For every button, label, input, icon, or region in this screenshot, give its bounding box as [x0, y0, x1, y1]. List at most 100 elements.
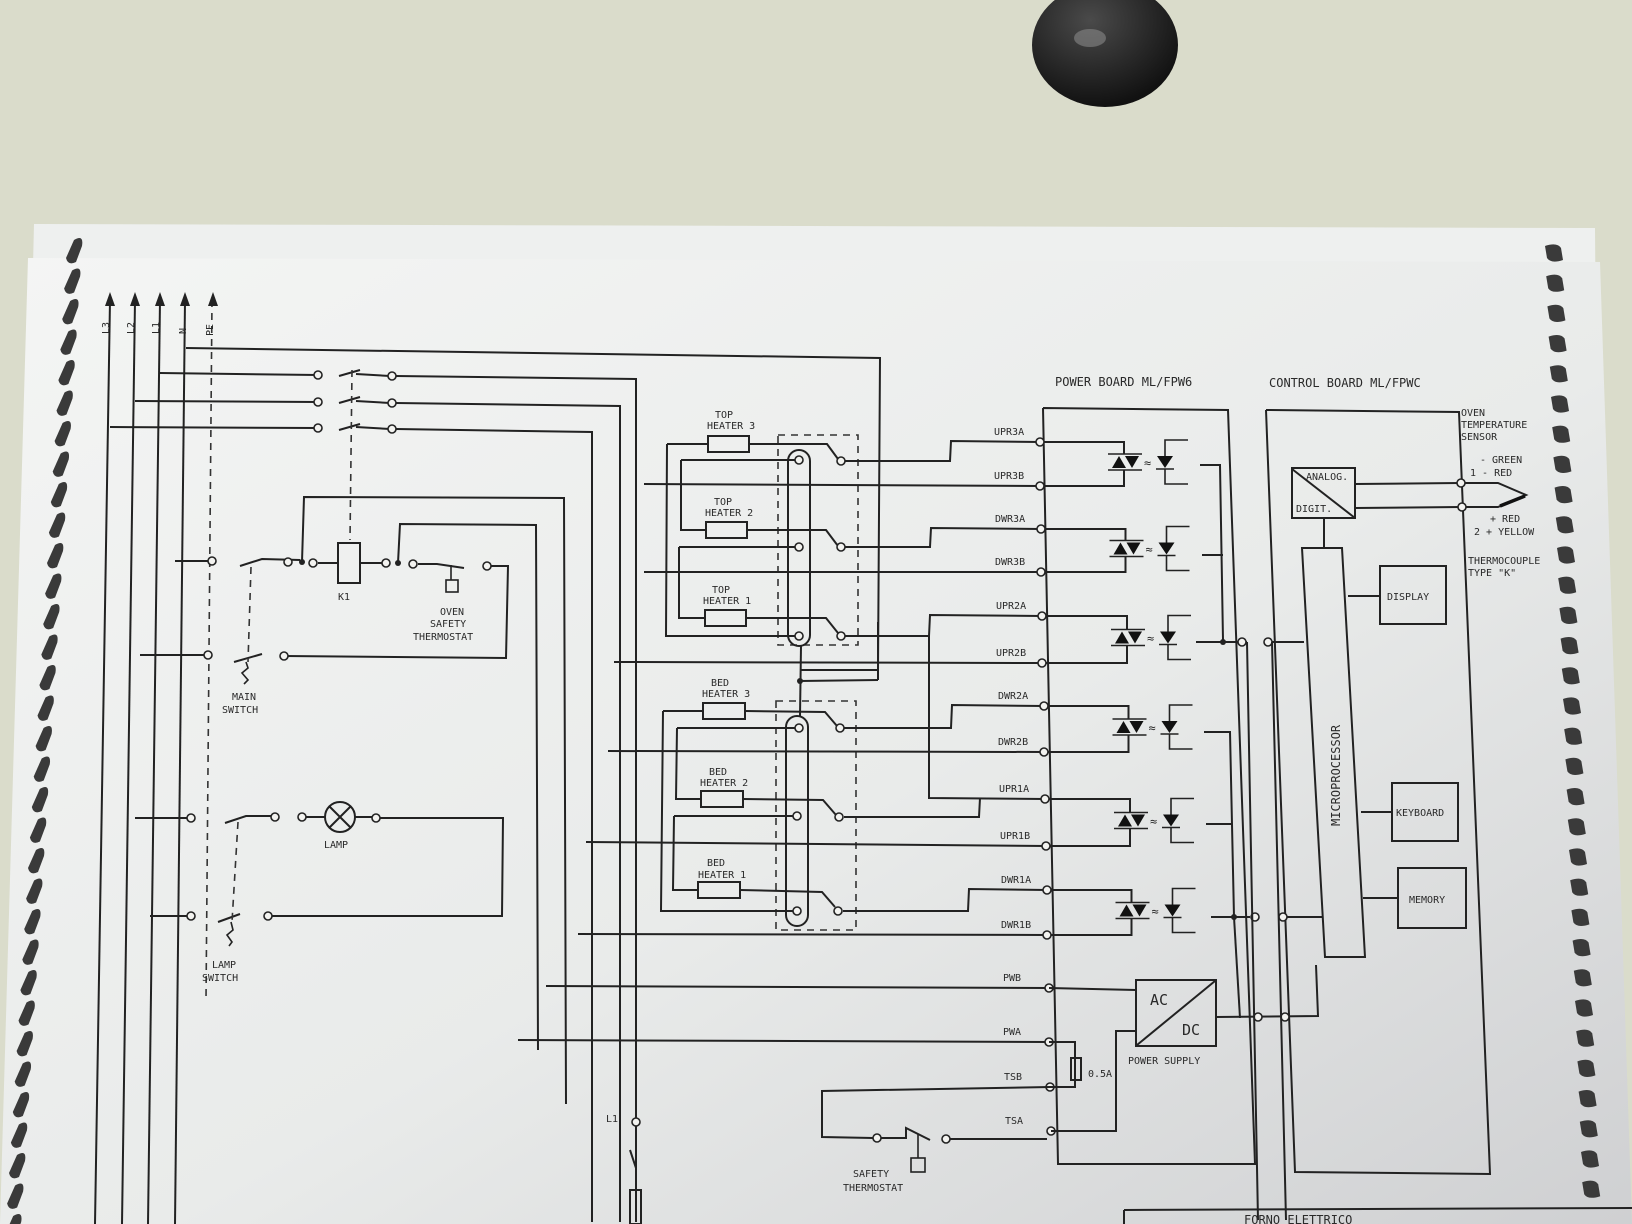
memory-label: MEMORY: [1409, 895, 1445, 906]
binding-ring: [29, 817, 47, 843]
safety-thermostat-circuit: [629, 1086, 1051, 1224]
sensor-pos-1: + RED: [1490, 514, 1520, 525]
terminal-label: DWR3A: [995, 514, 1025, 525]
line-label-n: N: [178, 328, 189, 334]
binding-ring: [66, 238, 83, 264]
binding-ring: [1570, 878, 1589, 896]
binding-ring: [60, 329, 77, 355]
control-board-title: CONTROL BOARD ML/FPWC: [1269, 376, 1421, 390]
top-heater-2-label-2: HEATER 2: [705, 508, 753, 519]
supply-dc-label: DC: [1182, 1021, 1200, 1039]
binding-ring: [35, 726, 52, 752]
triac-bars: [1109, 539, 1144, 558]
led-diode-icon: [1158, 542, 1175, 555]
binding-ring: [12, 1092, 30, 1118]
triac-icon: [1126, 542, 1141, 555]
sensor-pos-2: 2 + YELLOW: [1474, 527, 1535, 538]
power-board: [1042, 407, 1257, 1165]
triac-icon: [1125, 456, 1139, 468]
binding-ring: [1551, 395, 1569, 413]
binding-ring: [33, 756, 51, 782]
diode-leads: [1156, 439, 1188, 485]
diode-leads: [1159, 614, 1191, 661]
led-diode-icon: [1163, 814, 1179, 827]
sensor-neg-1: - GREEN: [1480, 455, 1522, 466]
binding-ring: [52, 451, 70, 477]
top-heater-3-label-2: HEATER 3: [707, 421, 755, 432]
power-board-terminals: UPR3AUPR3BDWR3ADWR3BUPR2AUPR2BDWR2ADWR2B…: [994, 427, 1056, 1136]
oven-thermostat-label-1: OVEN: [440, 607, 464, 618]
heater-terminal-wiring: [517, 439, 1050, 1043]
line-label-pe: PE: [205, 324, 216, 336]
oven-thermostat-label-3: THERMOSTAT: [413, 632, 473, 643]
binding-ring: [1560, 637, 1579, 655]
optical-coupling-icon: ≈: [1152, 905, 1159, 919]
binding-ring: [1554, 486, 1573, 504]
terminal-upr2b: [1037, 658, 1047, 668]
binding-ring: [1549, 365, 1568, 383]
binding-ring: [9, 1214, 22, 1224]
diode-leads: [1160, 704, 1193, 750]
diode-leads: [1163, 887, 1196, 934]
lamp-circuit: [135, 801, 505, 947]
terminal-label: UPR3A: [994, 427, 1024, 438]
triac-icon: [1131, 814, 1145, 827]
binding-ring: [24, 909, 41, 935]
power-supply: [1048, 964, 1320, 1132]
triac-bars: [1111, 628, 1145, 647]
optical-coupling-icon: ≈: [1147, 632, 1154, 646]
terminal-label: TSA: [1005, 1116, 1023, 1127]
triac-icon: [1116, 721, 1131, 733]
fuse-rating: 0.5A: [1088, 1069, 1112, 1080]
binding-ring: [1553, 455, 1572, 473]
l1-fuse-icon: [629, 1189, 642, 1224]
binding-ring: [1565, 757, 1584, 775]
opto-wire: [1044, 441, 1125, 487]
bed-heater-3-label-2: HEATER 3: [702, 689, 750, 700]
binding-ring: [1578, 1090, 1597, 1108]
display-label: DISPLAY: [1387, 592, 1429, 603]
triac-icon: [1118, 814, 1132, 827]
terminal-upr1a: [1040, 794, 1050, 804]
triac-icon: [1119, 904, 1134, 917]
sensor-title-1: OVEN: [1461, 408, 1485, 419]
triac-bars: [1112, 718, 1147, 736]
terminal-label: DWR2A: [998, 691, 1028, 702]
binding-ring: [48, 512, 66, 538]
optical-coupling-icon: ≈: [1146, 543, 1153, 557]
binding-ring: [39, 665, 56, 691]
opto-wire: [1045, 528, 1127, 573]
top-heater-1-label-2: HEATER 1: [703, 596, 751, 607]
terminal-label: PWB: [1003, 973, 1021, 984]
opto-wire: [1051, 889, 1133, 936]
binding-ring: [1566, 788, 1585, 806]
sensor-type-2: TYPE "K": [1468, 568, 1516, 579]
binding-ring: [62, 299, 79, 325]
terminal-dwr3a: [1036, 524, 1046, 534]
binding-ring: [1579, 1120, 1598, 1138]
binding-ring: [58, 360, 75, 386]
terminal-upr3b: [1035, 481, 1045, 491]
binding-ring: [18, 1000, 35, 1026]
triac-icon: [1115, 631, 1129, 644]
binding-ring: [64, 268, 81, 294]
binding-ring: [1564, 727, 1583, 745]
lamp-switch-label-1: LAMP: [212, 960, 236, 971]
terminal-label: UPR2B: [996, 648, 1026, 659]
triac-bars: [1114, 811, 1148, 830]
binding-ring: [20, 970, 37, 996]
terminal-upr2a: [1037, 611, 1047, 621]
bed-heater-1-label-2: HEATER 1: [698, 870, 746, 881]
binding-ring: [54, 421, 71, 447]
binding-ring: [56, 390, 73, 416]
binding-ring: [1563, 697, 1581, 715]
triac-icon: [1112, 456, 1126, 468]
oven-thermostat-label-2: SAFETY: [430, 619, 466, 630]
terminal-label: DWR2B: [998, 737, 1028, 748]
triac-icon: [1128, 631, 1142, 644]
thermocouple-sensor: [1456, 478, 1529, 512]
main-switch-label-2: SWITCH: [222, 705, 258, 716]
terminal-dwr3b: [1036, 567, 1046, 577]
